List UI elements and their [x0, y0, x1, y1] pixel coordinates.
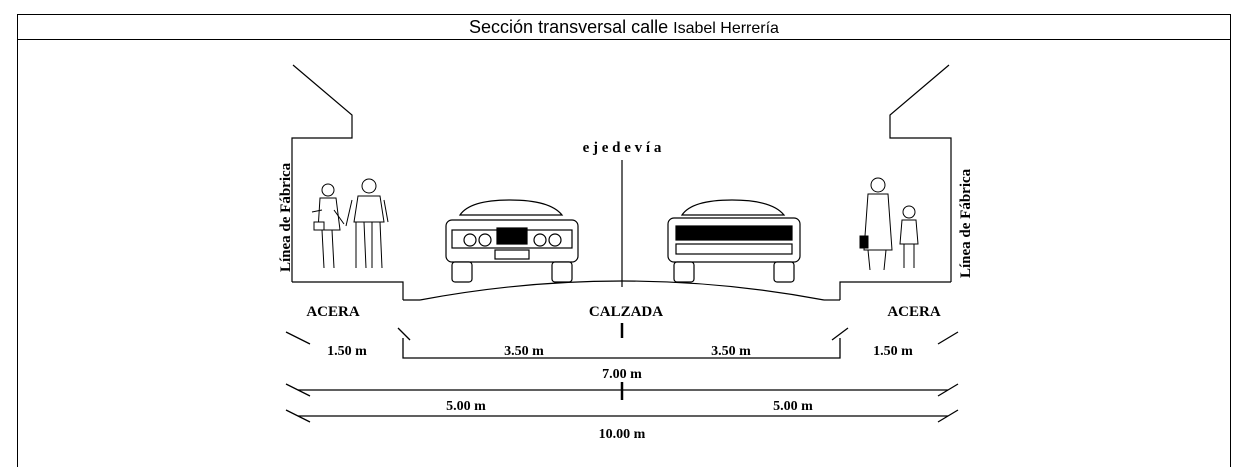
- roadway-label: CALZADA: [589, 304, 663, 320]
- title-bar: Sección transversal calle Isabel Herrerí…: [18, 15, 1230, 40]
- dimension-row-3: [285, 409, 959, 423]
- axis-label: e j e d e v í a: [583, 140, 662, 156]
- title-street: Isabel Herrería: [673, 20, 779, 37]
- car-right: [667, 199, 801, 283]
- dim-half-left: 5.00 m: [446, 399, 486, 414]
- dim-half-right: 5.00 m: [773, 399, 813, 414]
- left-building: [291, 64, 404, 300]
- pedestrians-right: [859, 177, 919, 271]
- facade-label-left: Línea de Fábrica: [278, 162, 294, 272]
- right-building: [839, 64, 952, 300]
- diagram-frame: Sección transversal calle Isabel Herrerí…: [17, 14, 1231, 467]
- sidewalk-left-label: ACERA: [306, 304, 360, 320]
- sidewalk-right-label: ACERA: [887, 304, 941, 320]
- dimension-row-1: [285, 323, 959, 359]
- pedestrians-left: [311, 178, 389, 269]
- dim-lane-left: 3.50 m: [504, 344, 544, 359]
- dim-lane-right: 3.50 m: [711, 344, 751, 359]
- dim-sidewalk-left: 1.50 m: [327, 344, 367, 359]
- dim-total: 10.00 m: [599, 427, 646, 442]
- dimension-row-2: [285, 382, 959, 400]
- dim-roadway-total: 7.00 m: [602, 367, 642, 382]
- dim-sidewalk-right: 1.50 m: [873, 344, 913, 359]
- facade-label-right: Línea de Fábrica: [958, 168, 974, 278]
- title-main: Sección transversal calle: [469, 17, 674, 37]
- car-left: [445, 199, 579, 283]
